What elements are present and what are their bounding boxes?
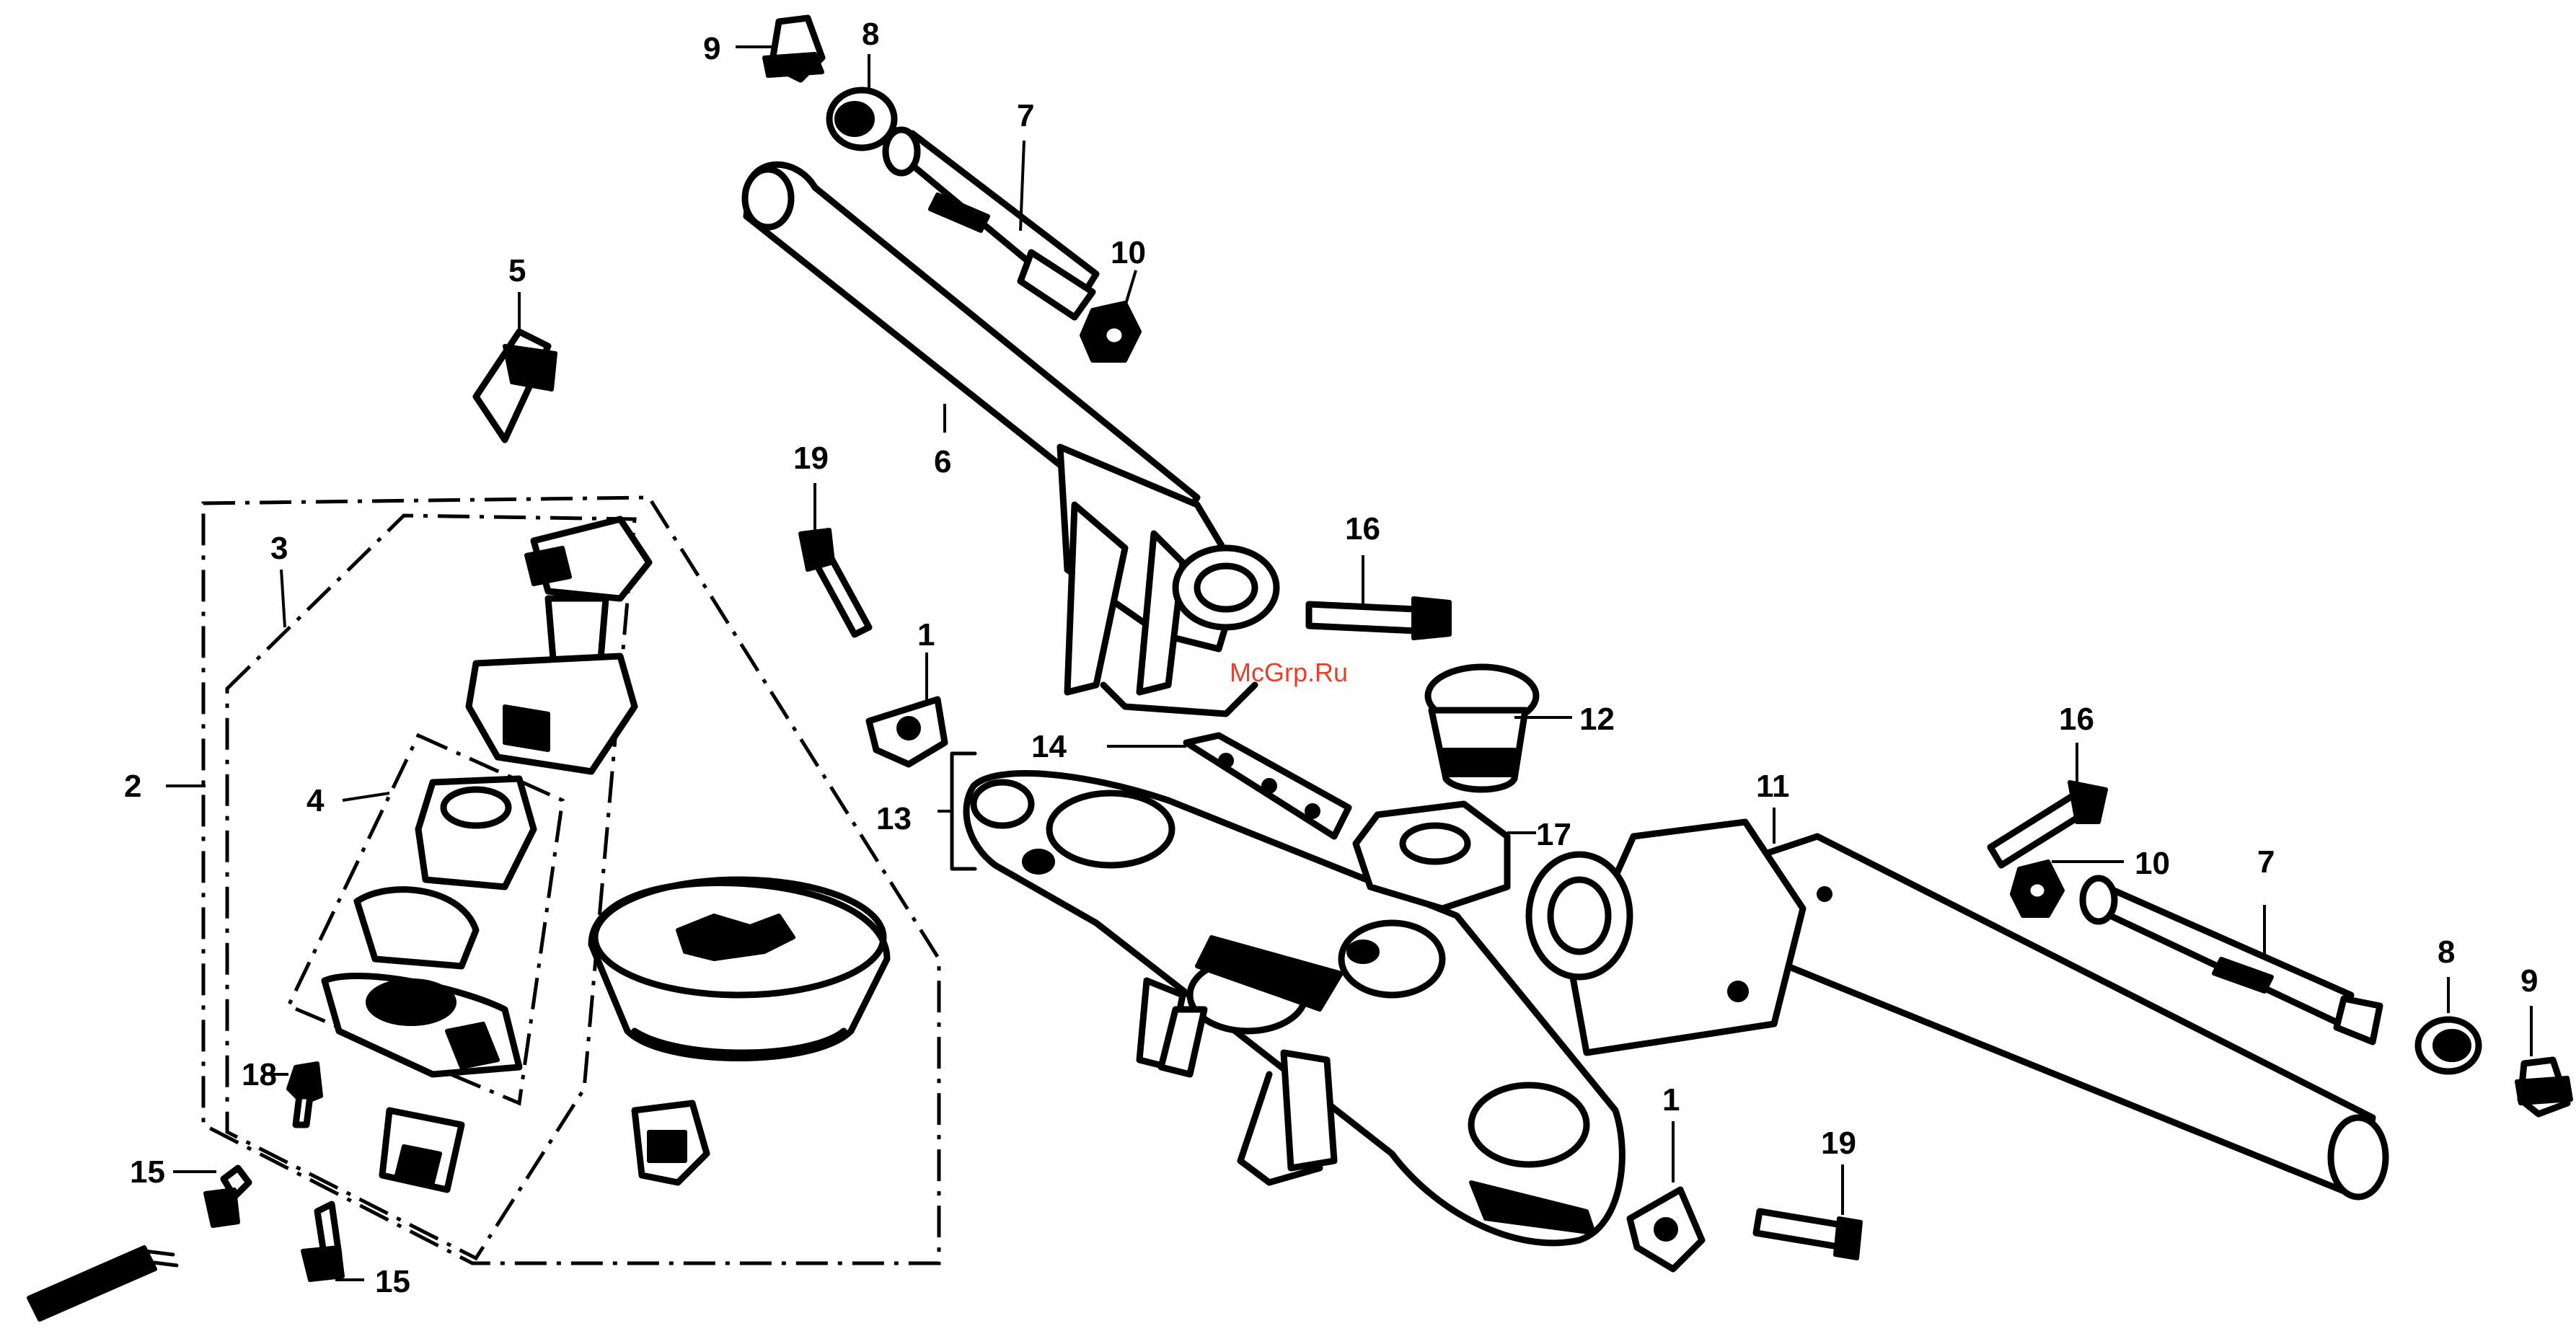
cap-12 bbox=[1428, 667, 1536, 790]
label-13: 13 bbox=[876, 801, 912, 836]
label-15-left: 15 bbox=[130, 1154, 165, 1190]
label-18: 18 bbox=[242, 1057, 277, 1092]
label-16-right: 16 bbox=[2059, 702, 2094, 737]
label-8-top: 8 bbox=[862, 17, 879, 52]
label-7-right: 7 bbox=[2257, 844, 2275, 880]
label-3: 3 bbox=[270, 531, 288, 566]
label-1-left: 1 bbox=[917, 617, 935, 653]
lock-cover bbox=[591, 880, 887, 1058]
label-10-top: 10 bbox=[1111, 235, 1146, 270]
label-2: 2 bbox=[124, 769, 141, 804]
bolt-16-left bbox=[1309, 598, 1450, 638]
label-8-right: 8 bbox=[2438, 934, 2455, 970]
bolt-19-left bbox=[800, 530, 869, 635]
watermark: McGrp.Ru bbox=[1230, 658, 1348, 687]
clip-9-top bbox=[764, 18, 822, 79]
label-10-right: 10 bbox=[2135, 846, 2170, 881]
bolt-16-right bbox=[1990, 782, 2106, 865]
label-19-left: 19 bbox=[793, 441, 829, 476]
label-14: 14 bbox=[1031, 729, 1067, 764]
clip-9-right bbox=[2517, 1060, 2571, 1114]
label-12: 12 bbox=[1579, 702, 1615, 737]
label-15-bottom: 15 bbox=[375, 1264, 410, 1299]
label-5: 5 bbox=[508, 253, 526, 288]
collar-8-top bbox=[829, 90, 894, 148]
label-7-top: 7 bbox=[1017, 98, 1034, 133]
nut-10-top bbox=[1082, 303, 1139, 361]
label-16-left: 16 bbox=[1345, 511, 1380, 547]
bolt-18 bbox=[288, 1064, 321, 1125]
label-19-right: 19 bbox=[1821, 1126, 1856, 1161]
label-4: 4 bbox=[306, 783, 325, 818]
label-17: 17 bbox=[1536, 817, 1571, 852]
key-blank bbox=[29, 1247, 177, 1319]
bolt-5 bbox=[476, 332, 555, 440]
bolt-19-right bbox=[1756, 1211, 1861, 1258]
top-bridge-13 bbox=[966, 774, 1622, 1243]
label-11: 11 bbox=[1756, 769, 1790, 804]
nut-10-right bbox=[2012, 862, 2063, 916]
bolt-15-bottom bbox=[303, 1204, 343, 1280]
clip-1-left bbox=[869, 699, 945, 764]
label-9-top: 9 bbox=[703, 31, 720, 66]
bolt-15-left bbox=[206, 1168, 249, 1226]
clip-1-right bbox=[1630, 1190, 1702, 1269]
label-9-right: 9 bbox=[2520, 963, 2538, 999]
label-6: 6 bbox=[934, 444, 951, 479]
label-1-right: 1 bbox=[1662, 1082, 1680, 1118]
collar-8-right bbox=[2418, 1020, 2479, 1071]
